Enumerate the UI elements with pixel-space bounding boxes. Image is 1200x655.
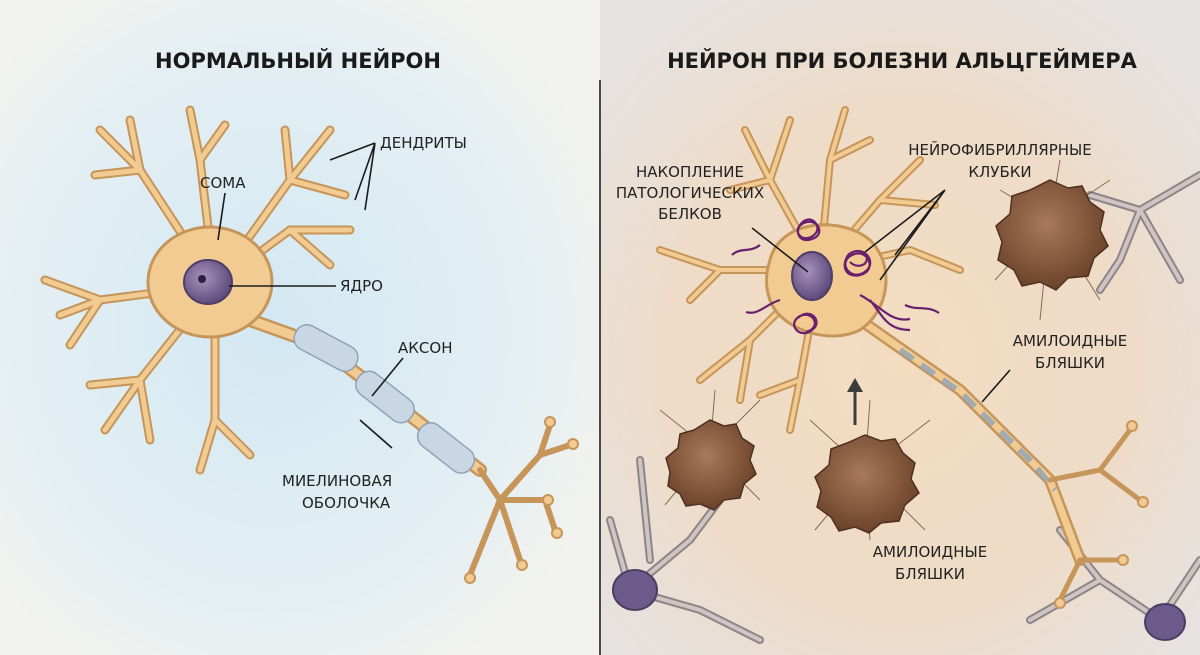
label-plaques-bottom-line1: АМИЛОИДНЫЕ [873, 543, 987, 561]
soma-leader [217, 192, 226, 241]
amyloid-plaques [659, 159, 1111, 541]
normal-neuron [40, 105, 579, 584]
myelin-sheath [293, 324, 476, 474]
dendrites-leader [329, 142, 376, 211]
label-myelin-line2: ОБОЛОЧКА [302, 494, 391, 512]
label-protein-line3: БЕЛКОВ [658, 205, 722, 223]
tangles-leader [864, 189, 946, 281]
label-plaques-right-line2: БЛЯШКИ [1035, 354, 1105, 372]
protein-leader [751, 227, 809, 273]
plaque-upper-right [995, 179, 1109, 291]
plaque-lower-center [814, 434, 920, 534]
label-soma: СОМА [200, 174, 246, 192]
label-myelin-line1: МИЕЛИНОВАЯ [282, 472, 392, 490]
label-tangles-line2: КЛУБКИ [968, 163, 1031, 181]
neurofibrillary-tangles [731, 218, 940, 335]
label-plaques-bottom-line2: БЛЯШКИ [895, 565, 965, 583]
background-nucleus-2 [1144, 603, 1186, 641]
right-panel-background [600, 0, 1200, 655]
plaques-right-leader [981, 369, 1011, 403]
left-title: НОРМАЛЬНЫЙ НЕЙРОН [155, 48, 441, 73]
right-title: НЕЙРОН ПРИ БОЛЕЗНИ АЛЬЦГЕЙМЕРА [667, 48, 1138, 73]
label-tangles-line1: НЕЙРОФИБРИЛЛЯРНЫЕ [908, 140, 1092, 159]
diseased-nucleus [791, 251, 833, 301]
label-plaques-right-line1: АМИЛОИДНЫЕ [1013, 332, 1127, 350]
plaque-lower-left [665, 419, 757, 511]
label-axon: АКСОН [398, 339, 452, 357]
axon-terminals [467, 422, 573, 578]
myelin-leader [359, 419, 393, 449]
damaged-myelin [898, 347, 1058, 492]
diseased-neuron [656, 106, 1149, 609]
nucleus [183, 259, 233, 305]
axon-leader [371, 357, 404, 397]
background-nucleus-1 [612, 569, 658, 611]
background-neurons [606, 171, 1200, 644]
label-protein-line2: ПАТОЛОГИЧЕСКИХ [616, 184, 764, 202]
label-nucleus: ЯДРО [340, 277, 383, 295]
label-protein-line1: НАКОПЛЕНИЕ [636, 163, 744, 181]
label-dendrites: ДЕНДРИТЫ [380, 134, 467, 152]
